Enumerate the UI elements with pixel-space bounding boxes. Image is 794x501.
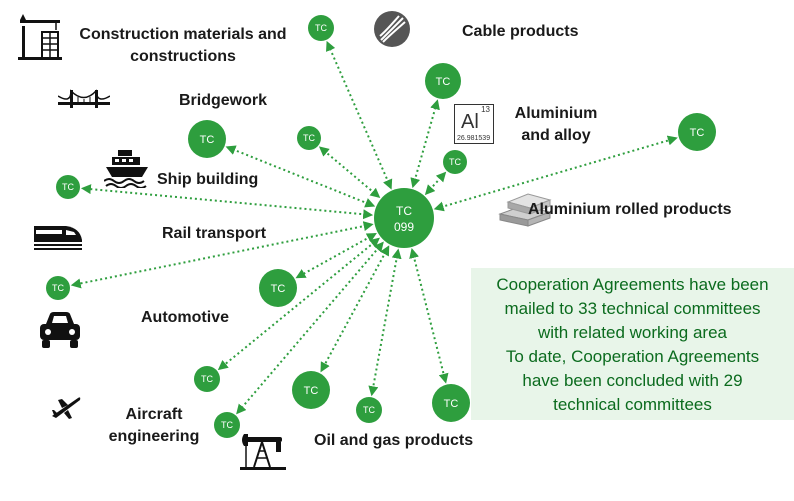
tc-node-label: TC — [62, 182, 74, 192]
connector-n11 — [320, 245, 390, 373]
tc-node-n4: TC — [297, 126, 321, 150]
tc-node-circle — [425, 63, 461, 99]
tc-node-circle — [443, 150, 467, 174]
tc-node-label: TC — [315, 23, 327, 33]
tc-node-label: TC — [200, 134, 215, 146]
tc-node-label: TC — [363, 405, 375, 415]
element-symbol: Al — [461, 111, 479, 133]
crane-building-icon — [18, 14, 62, 60]
label-construction-line1: Construction materials and — [79, 26, 287, 43]
tc-node-label: TC — [201, 374, 213, 384]
connector-n2 — [410, 99, 440, 189]
label-aircraft-engineering: Aircraft engineering — [108, 404, 200, 448]
bridge-icon — [58, 89, 110, 108]
connector-n6 — [433, 135, 678, 212]
label-aluminium-line2: and alloy — [521, 127, 591, 144]
connector-n13 — [409, 248, 449, 384]
tc-node-circle — [188, 120, 226, 158]
aluminium-element-tile-icon: 13 Al 26.981539 — [454, 104, 494, 144]
tc-node-label: TC — [436, 76, 451, 88]
note-line-1: Cooperation Agreements have been — [496, 275, 769, 294]
oil-pump-icon — [240, 434, 286, 470]
tc-node-n7: TC — [56, 175, 80, 199]
tc-node-label: TC — [221, 420, 233, 430]
element-mass: 26.981539 — [457, 135, 491, 142]
element-number: 13 — [481, 105, 490, 114]
note-line-6: technical committees — [553, 395, 712, 414]
tc-node-label: TC — [449, 157, 461, 167]
tc-node-n1: TC — [308, 15, 334, 41]
connector-n9 — [295, 233, 377, 279]
note-line-4: To date, Cooperation Agreements — [505, 347, 760, 366]
tc-node-n5: TC — [443, 150, 467, 174]
tc-node-n12: TC — [356, 397, 382, 423]
label-rail-transport: Rail transport — [162, 225, 267, 242]
tc-node-label: TC — [271, 283, 286, 295]
connector-n4 — [318, 146, 381, 199]
connector-n5 — [424, 171, 447, 196]
label-cable-products: Cable products — [462, 23, 579, 40]
tc-node-circle — [46, 276, 70, 300]
connector-n12 — [368, 248, 402, 397]
connectors — [70, 40, 678, 415]
label-construction-materials: Construction materials and constructions — [74, 24, 292, 68]
tc-node-label: TC — [303, 133, 315, 143]
label-ship-building: Ship building — [157, 171, 259, 188]
note-line-2: mailed to 33 technical committees — [504, 299, 761, 318]
tc-node-n6: TC — [678, 113, 716, 151]
tc-node-n14: TC — [214, 412, 240, 438]
tc-node-n8: TC — [46, 276, 70, 300]
tc-node-n11: TC — [292, 371, 330, 409]
tc-node-n10: TC — [194, 366, 220, 392]
label-aircraft-line1: Aircraft — [125, 406, 183, 423]
tc-node-n13: TC — [432, 384, 470, 422]
tc-node-circle — [194, 366, 220, 392]
note-line-5: have been concluded with 29 — [522, 371, 743, 390]
nodes: TC TC TC TC TC TC TC TC TC TC TC TC TC TC TC 099 — [46, 15, 716, 438]
label-aluminium-line1: Aluminium — [514, 105, 598, 122]
tc-node-circle — [214, 412, 240, 438]
ship-icon — [104, 150, 148, 188]
label-oil-gas-products: Oil and gas products — [314, 432, 474, 449]
train-icon — [34, 226, 82, 250]
hub-node-circle — [374, 188, 434, 248]
aluminium-ingots-icon — [498, 193, 552, 227]
label-aircraft-line2: engineering — [108, 428, 200, 445]
label-bridgework: Bridgework — [179, 92, 268, 109]
tc-node-circle — [308, 15, 334, 41]
tc-node-circle — [297, 126, 321, 150]
hub-node-tc-099: TC 099 — [374, 188, 434, 248]
tc-node-circle — [678, 113, 716, 151]
tc-node-label: TC — [304, 385, 319, 397]
tc-node-n3: TC — [188, 120, 226, 158]
tc-node-circle — [432, 384, 470, 422]
cable-icon — [374, 11, 410, 47]
tc-node-n2: TC — [425, 63, 461, 99]
connector-n7 — [80, 184, 374, 220]
cooperation-agreements-note: Cooperation Agreements have been mailed … — [471, 268, 794, 420]
connector-n14 — [236, 241, 384, 415]
tc-node-label: TC — [690, 127, 705, 139]
airplane-icon — [52, 397, 81, 419]
label-construction-line2: constructions — [130, 48, 236, 65]
tc-node-circle — [56, 175, 80, 199]
tc-node-circle — [356, 397, 382, 423]
label-automotive: Automotive — [141, 309, 229, 326]
note-line-3: with related working area — [538, 323, 727, 342]
hub-node-label-1: TC — [396, 204, 412, 218]
tc-node-label: TC — [444, 398, 459, 410]
connector-n10 — [217, 237, 380, 371]
car-icon — [40, 312, 80, 348]
connector-n1 — [326, 40, 393, 190]
hub-node-label-2: 099 — [394, 220, 414, 234]
tc-node-label: TC — [52, 283, 64, 293]
label-aluminium-rolled-products: Aluminium rolled products — [528, 201, 732, 218]
tc-node-n9: TC — [259, 269, 297, 307]
tc-node-circle — [259, 269, 297, 307]
label-aluminium-alloy: Aluminium and alloy — [508, 103, 604, 147]
tc-node-circle — [292, 371, 330, 409]
